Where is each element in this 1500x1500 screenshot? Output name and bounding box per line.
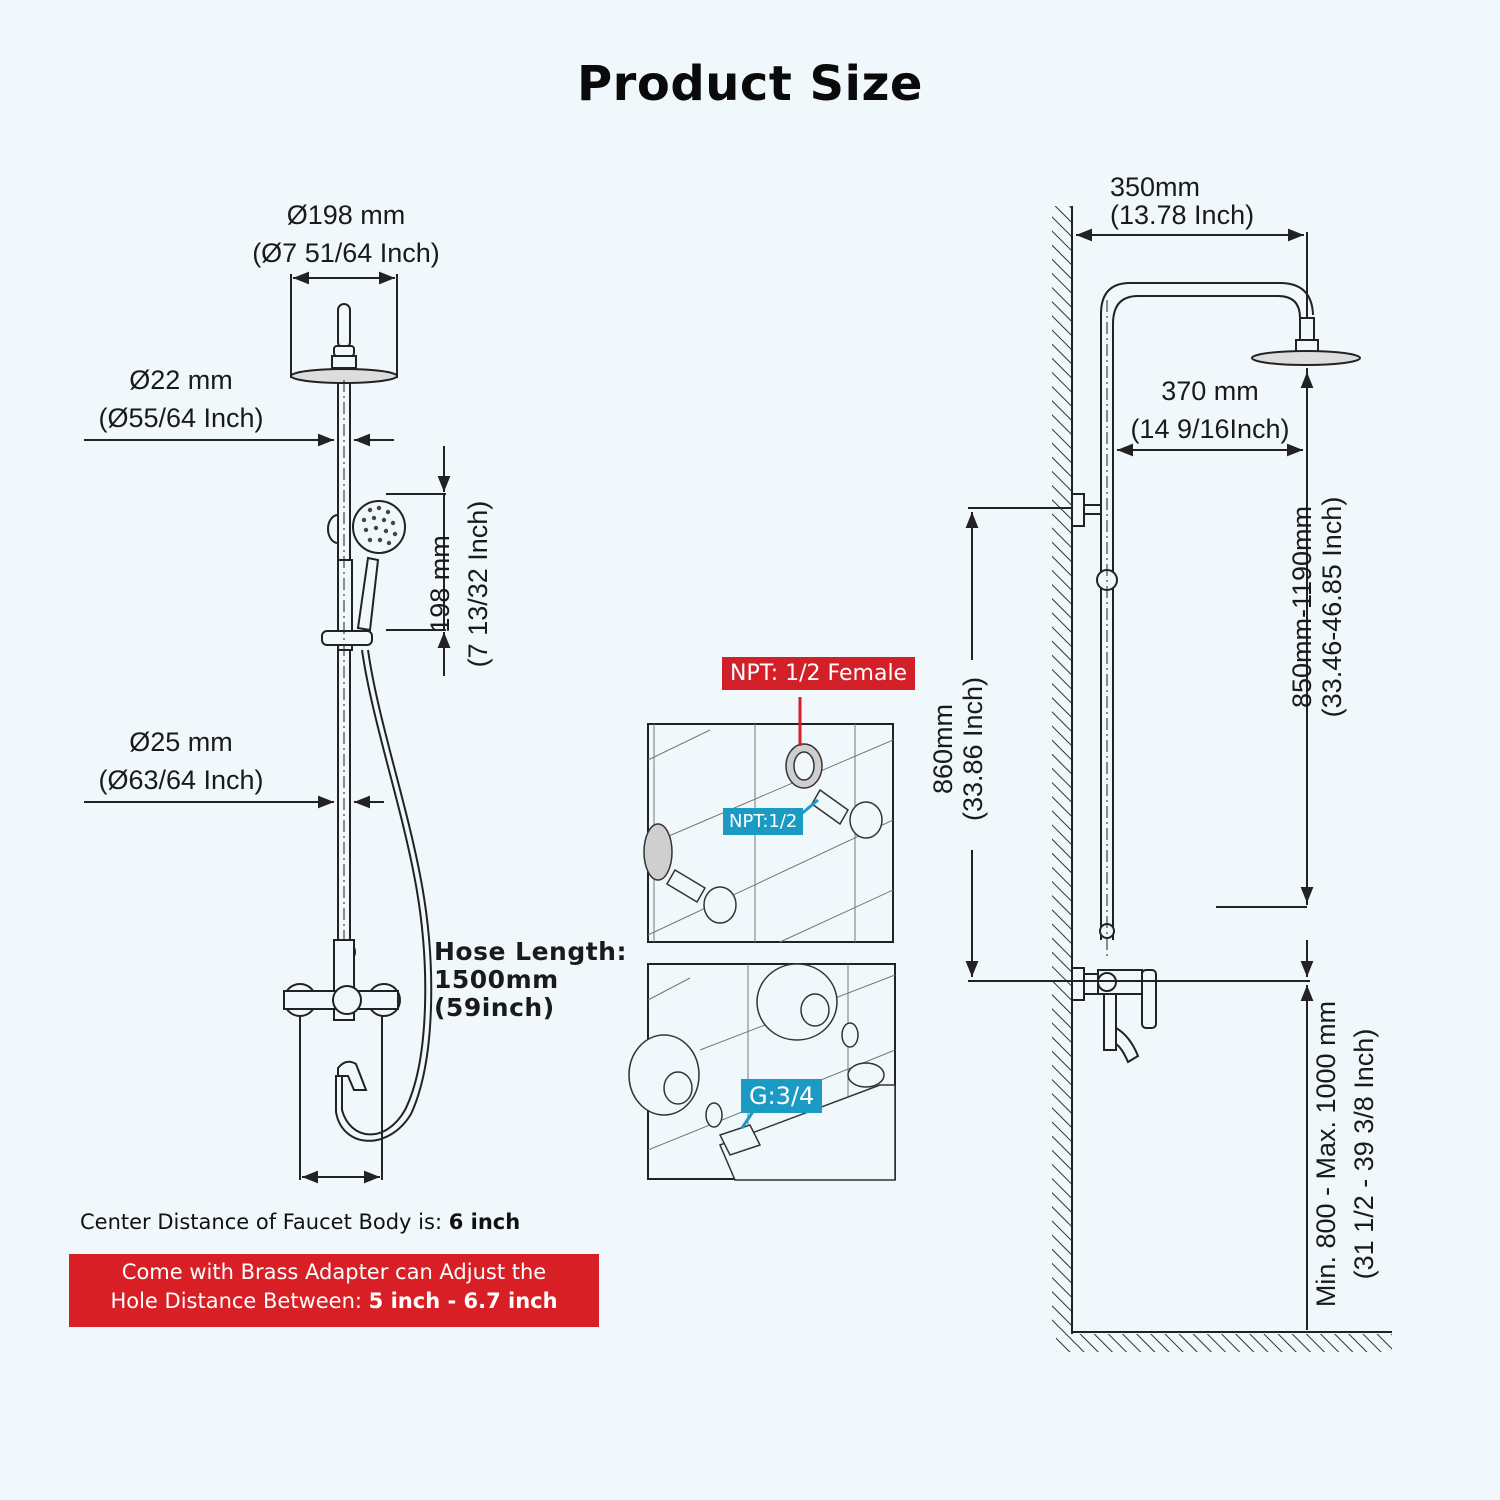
- hose-length-mm: 1500mm: [434, 965, 559, 994]
- bracket-distance-mm: 860mm: [928, 703, 958, 795]
- arm-reach-label: 350mm (13.78 Inch): [1110, 173, 1254, 229]
- upper-pipe-diameter-mm: Ø22 mm: [129, 365, 233, 395]
- upper-pipe-diameter-label: Ø22 mm (Ø55/64 Inch): [66, 361, 296, 437]
- floor-height-mm: Min. 800 - Max. 1000 mm: [1311, 1000, 1341, 1308]
- hose-length-title: Hose Length:: [434, 937, 627, 966]
- inner-width-mm: 370 mm: [1161, 376, 1259, 406]
- center-distance-prefix: Center Distance of Faucet Body is:: [80, 1210, 449, 1234]
- rain-shower-head: [290, 303, 398, 384]
- handheld-height-label: 198 mm (7 13/32 Inch): [421, 464, 497, 704]
- head-diameter-label: Ø198 mm (Ø7 51/64 Inch): [216, 196, 476, 272]
- adapter-line2-value: 5 inch - 6.7 inch: [368, 1289, 558, 1313]
- lower-pipe-diameter-mm: Ø25 mm: [129, 727, 233, 757]
- handheld-height-mm: 198 mm: [425, 535, 455, 633]
- total-height-mm: 850mm-1190mm: [1287, 505, 1317, 709]
- floor-height-inch: (31 1/2 - 39 3/8 Inch): [1349, 1028, 1379, 1280]
- bracket-distance-label: 860mm (33.86 Inch): [928, 649, 990, 849]
- head-diameter-inch: (Ø7 51/64 Inch): [252, 238, 440, 268]
- arm-reach-inch: (13.78 Inch): [1110, 200, 1255, 230]
- lower-pipe-diameter-inch: (Ø63/64 Inch): [98, 765, 264, 795]
- detail-panel-bottom: [628, 963, 896, 1181]
- head-diameter-mm: Ø198 mm: [286, 200, 406, 230]
- page-title: Product Size: [577, 56, 923, 112]
- npt-female-tag: NPT: 1/2 Female: [722, 657, 916, 690]
- adapter-line1: Come with Brass Adapter can Adjust the: [121, 1260, 547, 1284]
- arm-reach-mm: 350mm: [1110, 172, 1201, 202]
- total-height-label: 850mm-1190mm (33.46-46.85 Inch): [1287, 482, 1349, 732]
- adapter-line2-prefix: Hole Distance Between:: [110, 1289, 369, 1313]
- upper-pipe-diameter-inch: (Ø55/64 Inch): [98, 403, 264, 433]
- floor-height-label: Min. 800 - Max. 1000 mm (31 1/2 - 39 3/8…: [1307, 984, 1381, 1324]
- inner-width-inch: (14 9/16Inch): [1130, 414, 1290, 444]
- inner-width-label: 370 mm (14 9/16Inch): [1110, 372, 1310, 448]
- hose-length-inch: (59inch): [434, 993, 555, 1022]
- lower-pipe-diameter-label: Ø25 mm (Ø63/64 Inch): [66, 723, 296, 799]
- center-distance-note: Center Distance of Faucet Body is: 6 inc…: [80, 1210, 520, 1234]
- npt-tag: NPT:1/2: [723, 808, 804, 835]
- head-diameter-dimension: [290, 271, 398, 378]
- wall-and-floor: [1052, 206, 1392, 1352]
- adapter-line2: Hole Distance Between: 5 inch - 6.7 inch: [79, 1287, 589, 1316]
- center-distance-value: 6 inch: [448, 1210, 521, 1234]
- hose-length-label: Hose Length: 1500mm (59inch): [434, 938, 627, 1022]
- brass-adapter-banner: Come with Brass Adapter can Adjust the H…: [69, 1254, 599, 1327]
- total-height-inch: (33.46-46.85 Inch): [1317, 496, 1347, 718]
- bracket-distance-inch: (33.86 Inch): [958, 676, 988, 822]
- g34-tag: G:3/4: [741, 1079, 823, 1113]
- handheld-height-inch: (7 13/32 Inch): [463, 500, 493, 668]
